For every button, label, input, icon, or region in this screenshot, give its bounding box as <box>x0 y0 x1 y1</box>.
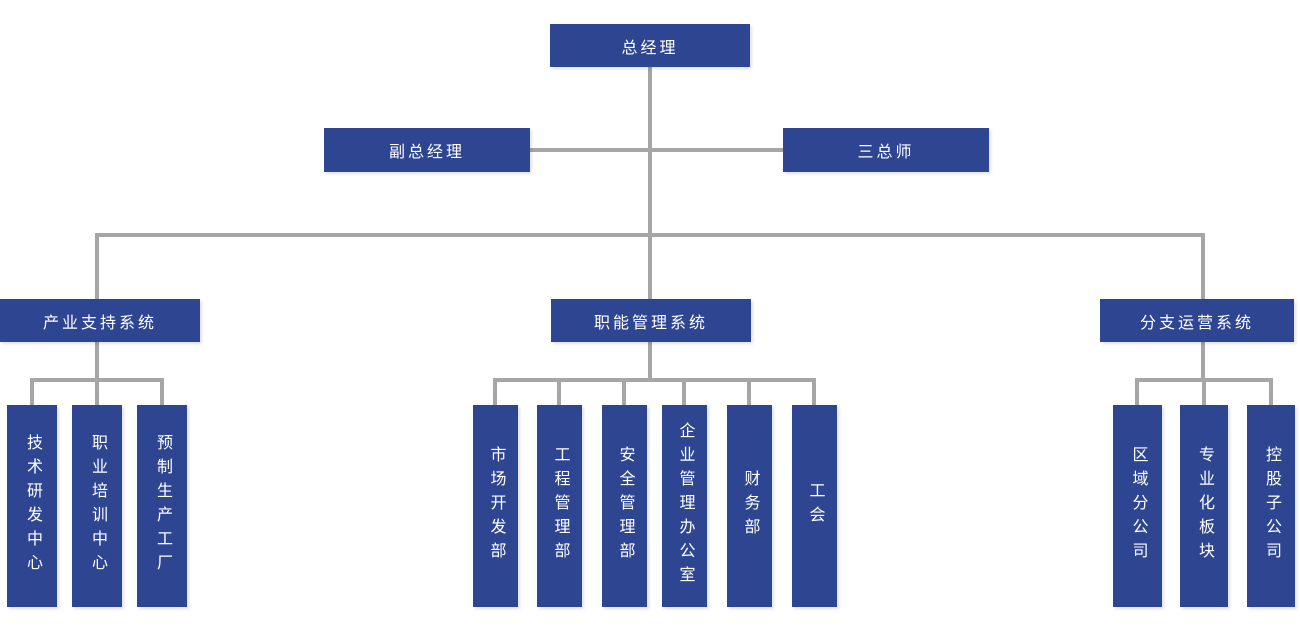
node-label: 财务部 <box>741 470 759 542</box>
node-functional-management-system: 职能管理系统 <box>551 299 751 342</box>
node-three-chief-engineers: 三总师 <box>783 128 989 172</box>
node-market-development-dept: 市场开发部 <box>473 405 518 607</box>
connector-mid-drop-6 <box>812 382 816 405</box>
connector-main-rail <box>95 233 1205 237</box>
node-finance-dept: 财务部 <box>727 405 772 607</box>
connector-level2-rail <box>530 148 783 152</box>
node-regional-branch-company: 区域分公司 <box>1113 405 1162 607</box>
node-label: 安全管理部 <box>616 446 634 566</box>
node-specialized-segment: 专业化板块 <box>1180 405 1228 607</box>
connector-right-drop-3 <box>1269 382 1273 405</box>
node-label: 三总师 <box>857 144 915 161</box>
connector-left-drop-3 <box>160 382 164 405</box>
node-label: 技术研发中心 <box>24 434 41 578</box>
connector-trunk <box>648 67 652 299</box>
node-labor-union: 工会 <box>792 405 837 607</box>
connector-mid-rail <box>493 378 816 382</box>
node-precast-production-factory: 预制生产工厂 <box>137 405 187 607</box>
connector-mid-drop-5 <box>747 382 751 405</box>
connector-left-rail <box>30 378 164 382</box>
connector-right-drop-1 <box>1135 382 1139 405</box>
connector-mid-drop-4 <box>682 382 686 405</box>
connector-mid-drop-2 <box>557 382 561 405</box>
node-label: 专业化板块 <box>1196 446 1213 566</box>
connector-mid-drop-3 <box>622 382 626 405</box>
node-general-manager: 总经理 <box>550 24 750 67</box>
node-tech-rd-center: 技术研发中心 <box>7 405 57 607</box>
node-branch-operations-system: 分支运营系统 <box>1100 299 1294 342</box>
node-label: 职能管理系统 <box>593 314 708 332</box>
node-label: 区域分公司 <box>1129 446 1147 566</box>
connector-right-rail <box>1135 378 1273 382</box>
connector-right-drop-2 <box>1202 382 1206 405</box>
node-label: 控股子公司 <box>1263 446 1280 566</box>
connector-mid-stem <box>648 342 652 378</box>
connector-left-drop-1 <box>30 382 34 405</box>
node-label: 市场开发部 <box>487 446 505 566</box>
connector-drop-right-system <box>1201 237 1205 299</box>
node-label: 预制生产工厂 <box>154 434 171 578</box>
node-label: 工程管理部 <box>551 446 569 566</box>
node-safety-management-dept: 安全管理部 <box>602 405 647 607</box>
node-deputy-general-manager: 副总经理 <box>324 128 530 172</box>
connector-left-drop-2 <box>95 382 99 405</box>
node-label: 企业管理办公室 <box>676 422 694 590</box>
node-label: 副总经理 <box>388 144 465 161</box>
connector-mid-drop-1 <box>493 382 497 405</box>
node-holding-subsidiary: 控股子公司 <box>1247 405 1295 607</box>
node-industry-support-system: 产业支持系统 <box>0 299 200 342</box>
node-label: 职业培训中心 <box>89 434 106 578</box>
node-vocational-training-center: 职业培训中心 <box>72 405 122 607</box>
node-label: 分支运营系统 <box>1139 314 1254 332</box>
node-label: 产业支持系统 <box>42 314 157 332</box>
node-enterprise-management-office: 企业管理办公室 <box>662 405 707 607</box>
node-label: 工会 <box>806 482 824 530</box>
connector-drop-left-system <box>95 237 99 299</box>
connector-left-stem <box>95 342 99 378</box>
connector-right-stem <box>1201 342 1205 378</box>
node-label: 总经理 <box>621 39 679 57</box>
node-engineering-management-dept: 工程管理部 <box>537 405 582 607</box>
